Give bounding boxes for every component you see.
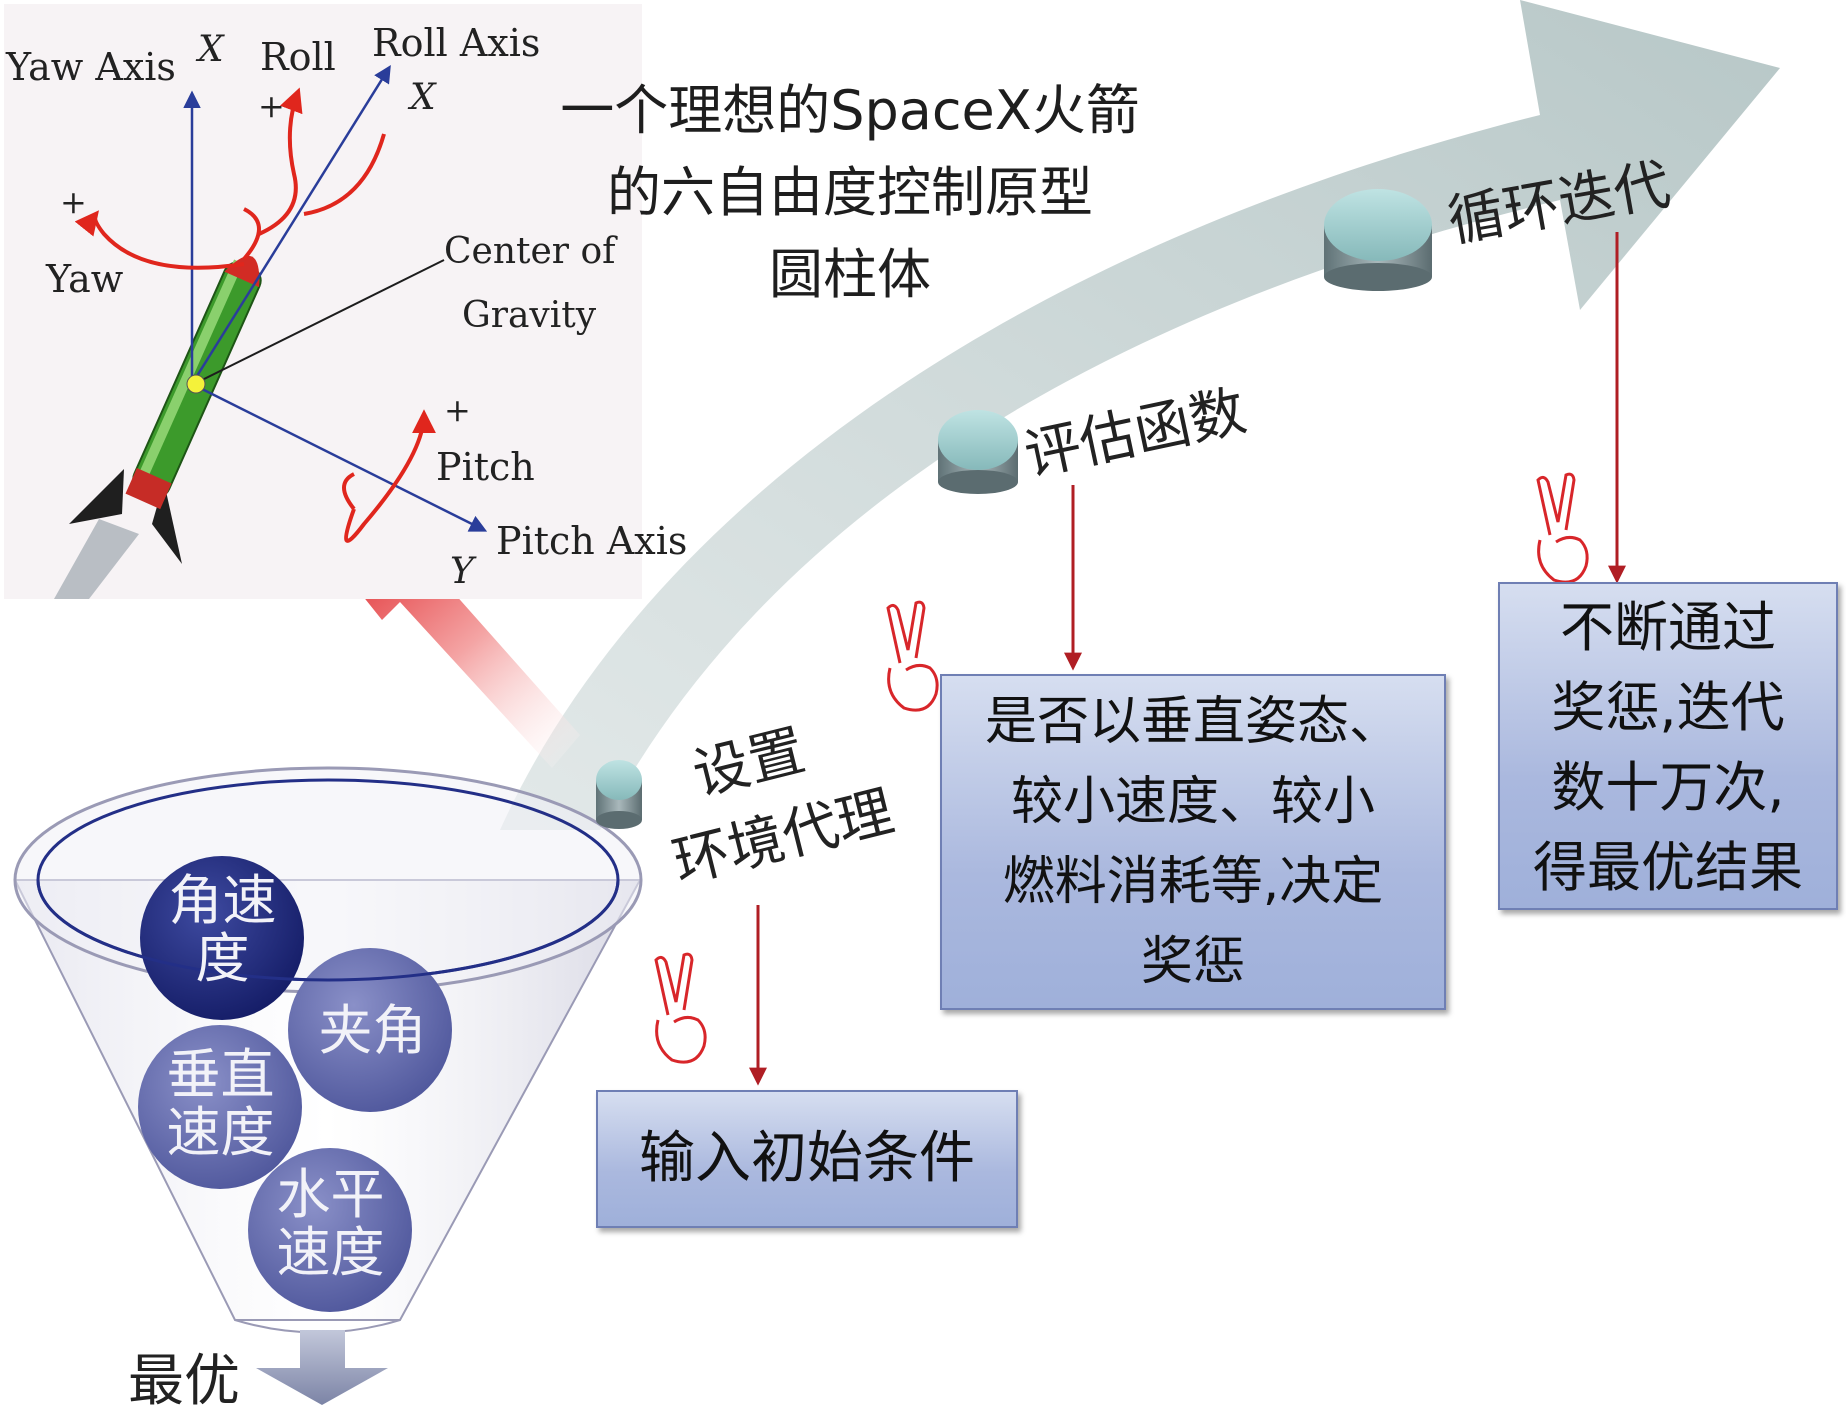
roll-axis-label: Roll Axis bbox=[372, 21, 541, 65]
title-line-1: 一个理想的SpaceX火箭 bbox=[560, 79, 1140, 142]
yaw-label: Yaw bbox=[46, 257, 124, 301]
optimal-output-label: 最优 bbox=[128, 1349, 240, 1414]
victory-hand-icon bbox=[1536, 472, 1589, 584]
pitch-axis-label: Pitch Axis bbox=[496, 519, 688, 563]
ball-angular-velocity bbox=[140, 856, 304, 1020]
reward-criteria-line-4: 奖惩 bbox=[1140, 932, 1245, 992]
ball-angle bbox=[288, 948, 452, 1112]
ball-vertical-velocity bbox=[138, 1025, 302, 1189]
result-line-2: 奖惩,迭代 bbox=[1551, 676, 1785, 739]
cylinder-icon bbox=[938, 410, 1018, 494]
result-line-1: 不断通过 bbox=[1560, 596, 1776, 659]
reward-criteria-line-2: 较小速度、较小 bbox=[1010, 772, 1375, 832]
ball-label-line: 垂直 bbox=[166, 1043, 275, 1106]
roll-axis-line bbox=[190, 65, 391, 385]
roll-axis-variable: X bbox=[410, 77, 436, 118]
ball-angle-label: 夹角 bbox=[300, 999, 445, 1062]
ball-horizontal-velocity bbox=[248, 1148, 412, 1312]
yaw-axis-variable: X bbox=[198, 29, 224, 70]
ball-label-line: 速度 bbox=[276, 1221, 385, 1285]
progress-arrow bbox=[500, 0, 1780, 830]
pitch-label: Pitch bbox=[436, 445, 535, 489]
result-line-3: 数十万次, bbox=[1551, 756, 1785, 819]
red-arrow bbox=[330, 548, 580, 768]
ball-label-line: 角速 bbox=[168, 869, 277, 932]
title-line-3: 圆柱体 bbox=[769, 243, 931, 306]
cylinder-icon bbox=[596, 760, 642, 829]
ball-horizontal-velocity-label: 水平 速度 bbox=[258, 1163, 403, 1285]
victory-hand-icon bbox=[654, 952, 707, 1064]
result-line-4: 得最优结果 bbox=[1533, 836, 1803, 899]
rocket-diagram bbox=[54, 65, 488, 599]
yaw-plus-sign: + bbox=[60, 183, 87, 221]
ball-label-line: 水平 bbox=[276, 1163, 385, 1226]
ball-vertical-velocity-label: 垂直 速度 bbox=[148, 1043, 293, 1165]
rocket-diagram-panel: Yaw Axis X Roll + Roll Axis X + Yaw Cent… bbox=[4, 4, 687, 599]
ball-label-line: 度 bbox=[195, 927, 250, 991]
pitch-axis-line bbox=[191, 382, 488, 532]
roll-label: Roll bbox=[260, 35, 336, 79]
ball-label-line: 速度 bbox=[166, 1101, 275, 1165]
down-arrow-icon bbox=[256, 1330, 388, 1405]
yaw-axis-label: Yaw Axis bbox=[6, 45, 176, 89]
title-line-2: 的六自由度控制原型 bbox=[607, 161, 1093, 224]
reward-criteria-line-3: 燃料消耗等,决定 bbox=[1002, 852, 1384, 912]
center-of-gravity-label-2: Gravity bbox=[462, 295, 597, 336]
reward-criteria-box: 是否以垂直姿态、 较小速度、较小 燃料消耗等,决定 奖惩 bbox=[940, 674, 1446, 1010]
center-of-gravity-label-1: Center of bbox=[444, 231, 616, 272]
ball-angular-velocity-label: 角速 度 bbox=[150, 869, 295, 991]
ball-label-line: 夹角 bbox=[318, 999, 427, 1062]
victory-hand-icon bbox=[886, 600, 939, 712]
cylinder-icon bbox=[1324, 189, 1432, 291]
roll-plus-sign: + bbox=[258, 87, 285, 125]
input-conditions-box: 输入初始条件 bbox=[596, 1090, 1018, 1228]
input-conditions-text: 输入初始条件 bbox=[639, 1126, 975, 1191]
pitch-plus-sign: + bbox=[444, 391, 471, 429]
result-box: 不断通过 奖惩,迭代 数十万次, 得最优结果 bbox=[1498, 582, 1838, 910]
reward-criteria-line-1: 是否以垂直姿态、 bbox=[984, 692, 1401, 752]
pitch-axis-variable: Y bbox=[450, 551, 474, 592]
